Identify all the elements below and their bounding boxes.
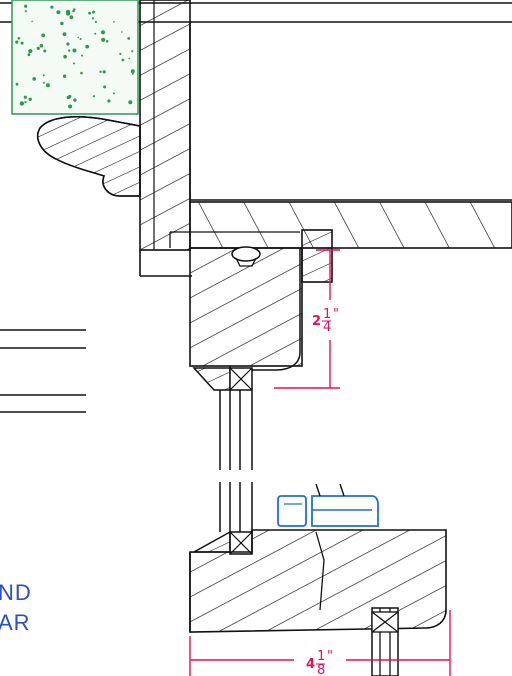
insulation-speck xyxy=(121,31,123,33)
insulation-speck xyxy=(60,21,64,26)
wall-stud xyxy=(139,0,192,277)
insulation-speck xyxy=(68,49,71,52)
insulation-speck xyxy=(107,99,111,103)
insulation-speck xyxy=(92,95,95,98)
insulation-speck xyxy=(28,49,33,54)
insulation-speck xyxy=(19,101,25,106)
insulation-speck xyxy=(24,4,28,8)
insulation-speck xyxy=(45,83,50,88)
insulation-speck xyxy=(72,9,75,13)
head-depth-frac-den: 4 xyxy=(323,320,331,335)
insulation-speck xyxy=(50,5,54,9)
insulation-speck xyxy=(102,70,106,74)
insulation-speck xyxy=(36,46,40,51)
sill-width-frac-den: 8 xyxy=(317,663,325,676)
insulation-speck xyxy=(101,37,106,42)
insulation-speck xyxy=(62,32,67,37)
insulation-speck xyxy=(20,41,24,45)
upper-glazing xyxy=(192,367,253,391)
insulation-speck xyxy=(92,10,96,14)
dimension-head-depth: 2 1 4 " xyxy=(274,249,340,389)
insulation-speck xyxy=(56,10,61,15)
window-head-frame xyxy=(189,229,333,371)
insulation-speck xyxy=(72,62,75,65)
insulation-speck xyxy=(31,20,33,23)
insulation-speck xyxy=(62,74,67,78)
insulation-speck xyxy=(81,54,84,57)
glass-pane xyxy=(219,390,253,532)
insulation-speck xyxy=(42,81,45,84)
insulation-speck xyxy=(105,40,109,43)
insulation-speck xyxy=(42,74,45,77)
insulation-speck xyxy=(88,11,91,15)
insulation-speck xyxy=(23,95,27,99)
insulation-speck xyxy=(131,50,134,53)
insulation-speck xyxy=(66,95,71,100)
note-line-2: AR xyxy=(0,610,31,635)
sill-width-mark: " xyxy=(327,649,333,664)
insulation-speck xyxy=(68,104,73,109)
insulation-speck xyxy=(99,70,102,74)
head-clip xyxy=(231,246,261,267)
insulation-speck xyxy=(73,98,77,102)
insulation-speck xyxy=(72,48,77,53)
note-line-1: ND xyxy=(0,580,32,605)
insulation-speck xyxy=(24,101,27,104)
insulation-speck xyxy=(63,54,67,59)
insulation-speck xyxy=(15,40,19,44)
insulation-speck xyxy=(85,44,90,49)
window-sill xyxy=(189,529,447,633)
insulation-speck xyxy=(91,17,95,20)
insulation-speck xyxy=(94,20,97,23)
head-board xyxy=(169,201,512,249)
upper-right-frame xyxy=(189,22,512,201)
insulation-speck xyxy=(131,72,134,75)
insulation-speck xyxy=(94,32,97,35)
insulation-speck xyxy=(39,43,44,48)
insulation-speckles xyxy=(15,4,135,109)
head-depth-mark: " xyxy=(333,307,339,322)
insulation-speck xyxy=(43,49,47,53)
insulation-speck xyxy=(79,38,82,40)
insulation-speck xyxy=(113,21,115,23)
lower-stud xyxy=(371,607,399,676)
sash-lock-hardware xyxy=(277,483,379,527)
dimension-sill-width: 4 1 8 " xyxy=(189,610,451,676)
insulation-speck xyxy=(17,37,21,40)
insulation-speck xyxy=(80,71,83,75)
insulation-speck xyxy=(32,77,36,81)
insulation-speck xyxy=(119,52,122,56)
head-depth-frac-num: 1 xyxy=(323,307,331,322)
insulation-speck xyxy=(113,92,115,95)
insulation-speck xyxy=(127,37,131,40)
insulation-speck xyxy=(24,10,27,13)
insulation-speck xyxy=(28,97,32,102)
insulation-speck xyxy=(130,69,135,74)
trim-molding xyxy=(37,115,141,197)
insulation-speck xyxy=(65,9,71,15)
sill-width-whole: 4 xyxy=(306,657,315,672)
insulation-speck xyxy=(27,53,31,57)
insulation-speck xyxy=(41,33,46,38)
annotation-note: ND AR xyxy=(0,580,32,635)
head-depth-whole: 2 xyxy=(312,314,321,329)
insulation-speck xyxy=(100,30,106,35)
insulation-speck xyxy=(103,85,107,89)
insulation-speck xyxy=(77,36,80,39)
insulation-speck xyxy=(128,100,133,105)
sill-width-frac-num: 1 xyxy=(317,649,325,664)
lower-glazing xyxy=(191,530,253,555)
insulation-speck xyxy=(15,82,19,86)
insulation-block xyxy=(11,0,139,115)
insulation-speck xyxy=(121,58,125,62)
insulation-speck xyxy=(66,42,70,46)
insulation-speck xyxy=(69,15,74,20)
insulation-speck xyxy=(128,57,130,60)
exterior-wall-lines xyxy=(0,329,86,413)
